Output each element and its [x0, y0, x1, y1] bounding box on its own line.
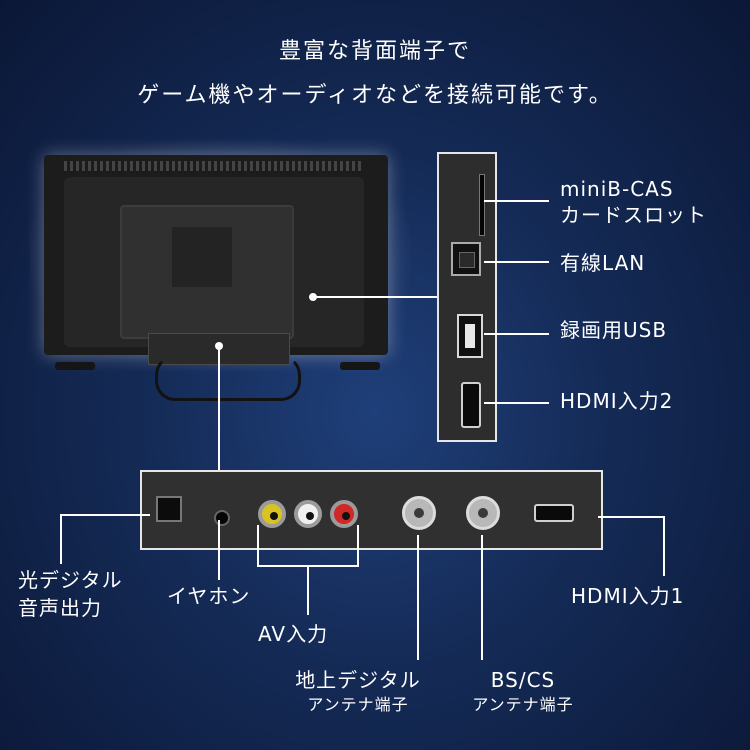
- optical-label: 光デジタル 音声出力: [18, 566, 123, 622]
- tv-foot-left: [55, 362, 95, 370]
- side-connector-dot: [309, 293, 317, 301]
- side-connector-line: [312, 296, 437, 298]
- cas-leader-line: [484, 200, 549, 202]
- hdmi1-leader-v: [663, 516, 665, 576]
- bottom-connector-line: [218, 345, 220, 470]
- minib-cas-label-line1: miniB-CAS: [560, 177, 674, 201]
- optical-label-line1: 光デジタル: [18, 568, 123, 592]
- bs-cs-leader: [481, 535, 483, 660]
- bs-cs-label: BS/CS アンテナ端子: [448, 666, 598, 716]
- hdmi1-port-icon: [534, 504, 574, 522]
- minib-cas-label: miniB-CAS カードスロット: [560, 176, 707, 228]
- terrestrial-label: 地上デジタル アンテナ端子: [283, 666, 433, 716]
- usb-leader-line: [484, 333, 549, 335]
- usb-port-icon: [457, 314, 483, 358]
- lan-port-icon: [451, 242, 481, 276]
- tv-wall-mount: [120, 205, 294, 339]
- optical-leader-h: [60, 514, 150, 516]
- optical-leader-v: [60, 514, 62, 564]
- usb-port-tongue: [465, 324, 475, 348]
- minib-cas-slot-icon: [479, 174, 485, 236]
- lan-port-inner: [459, 252, 475, 268]
- hdmi2-port-icon: [461, 382, 481, 428]
- earphone-label: イヤホン: [167, 584, 251, 608]
- hdmi2-leader-line: [484, 402, 549, 404]
- bs-cs-label-line2: アンテナ端子: [472, 695, 574, 714]
- lan-label: 有線LAN: [560, 251, 646, 275]
- av-input-label: AV入力: [258, 622, 329, 646]
- headline-line-2: ゲーム機やオーディオなどを接続可能です。: [137, 83, 613, 108]
- av-leader-right: [357, 525, 359, 567]
- lan-leader-line: [484, 261, 549, 263]
- tv-foot-right: [340, 362, 380, 370]
- terrestrial-antenna-port-icon: [402, 496, 436, 530]
- hdmi2-label: HDMI入力2: [560, 389, 674, 413]
- terrestrial-leader: [417, 535, 419, 660]
- power-cable: [155, 355, 301, 401]
- bs-cs-antenna-port-icon: [466, 496, 500, 530]
- rca-yellow-icon: [258, 500, 286, 528]
- rca-red-icon: [330, 500, 358, 528]
- tv-mount-plate: [172, 227, 232, 287]
- bottom-port-panel: [140, 470, 603, 550]
- av-leader-down: [307, 565, 309, 615]
- earphone-jack-icon: [214, 510, 230, 526]
- av-leader-left: [257, 525, 259, 567]
- tv-vent: [64, 161, 364, 171]
- optical-label-line2: 音声出力: [18, 596, 102, 620]
- rca-white-icon: [294, 500, 322, 528]
- bs-cs-label-line1: BS/CS: [490, 668, 556, 692]
- terrestrial-label-line2: アンテナ端子: [307, 695, 409, 714]
- side-port-panel: [437, 152, 497, 442]
- minib-cas-label-line2: カードスロット: [560, 203, 707, 227]
- hdmi1-leader-h: [598, 516, 663, 518]
- terrestrial-label-line1: 地上デジタル: [295, 668, 421, 692]
- optical-port-icon: [156, 496, 182, 522]
- bottom-connector-dot: [215, 342, 223, 350]
- usb-label: 録画用USB: [560, 318, 668, 342]
- hdmi1-label: HDMI入力1: [571, 584, 685, 608]
- headline-line-1: 豊富な背面端子で: [278, 39, 471, 64]
- earphone-leader: [218, 520, 220, 580]
